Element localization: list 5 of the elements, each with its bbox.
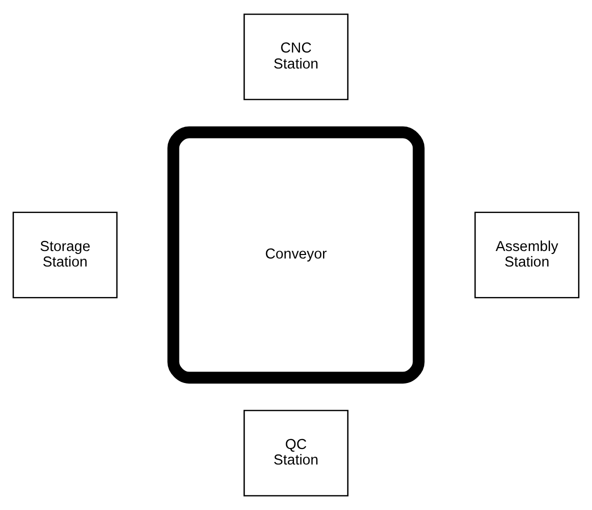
node-box: Assembly Station	[474, 212, 580, 298]
node-box: Storage Station	[12, 212, 118, 298]
node-box: CNC Station	[244, 14, 348, 100]
node-box: QC Station	[244, 410, 348, 496]
node-box: Conveyor	[167, 126, 425, 384]
